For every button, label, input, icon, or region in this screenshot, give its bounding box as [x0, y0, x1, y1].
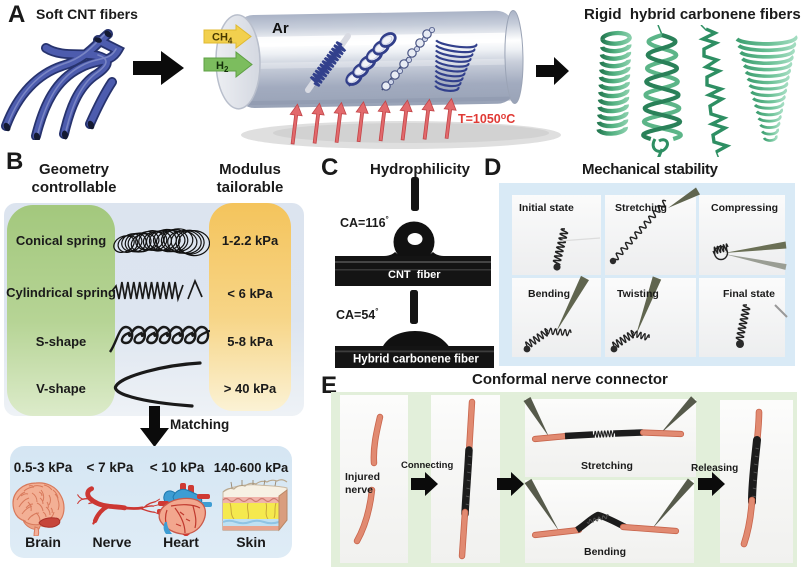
svg-text:Bending: Bending — [584, 546, 626, 558]
svg-text:Hybrid carbonene fiber: Hybrid carbonene fiber — [353, 354, 479, 366]
svg-text:Final state: Final state — [723, 288, 775, 300]
svg-text:Compressing: Compressing — [711, 202, 778, 214]
svg-text:Injured: Injured — [345, 471, 380, 483]
svg-text:CH4: CH4 — [212, 32, 233, 46]
svg-text:CA=54°: CA=54° — [336, 307, 378, 322]
svg-text:T=1050oC: T=1050oC — [458, 111, 515, 126]
svg-text:Releasing: Releasing — [691, 463, 738, 474]
svg-text:Stretching: Stretching — [615, 202, 667, 214]
svg-text:Stretching: Stretching — [581, 460, 633, 472]
svg-text:Initial state: Initial state — [519, 202, 574, 214]
svg-text:CA=116°: CA=116° — [340, 215, 389, 230]
svg-text:Ar: Ar — [272, 20, 289, 37]
svg-text:nerve: nerve — [345, 484, 373, 496]
svg-text:Twisting: Twisting — [617, 288, 659, 300]
svg-text:CNT fiber: CNT fiber — [388, 269, 441, 281]
svg-text:Connecting: Connecting — [401, 460, 453, 471]
svg-text:Bending: Bending — [528, 288, 570, 300]
